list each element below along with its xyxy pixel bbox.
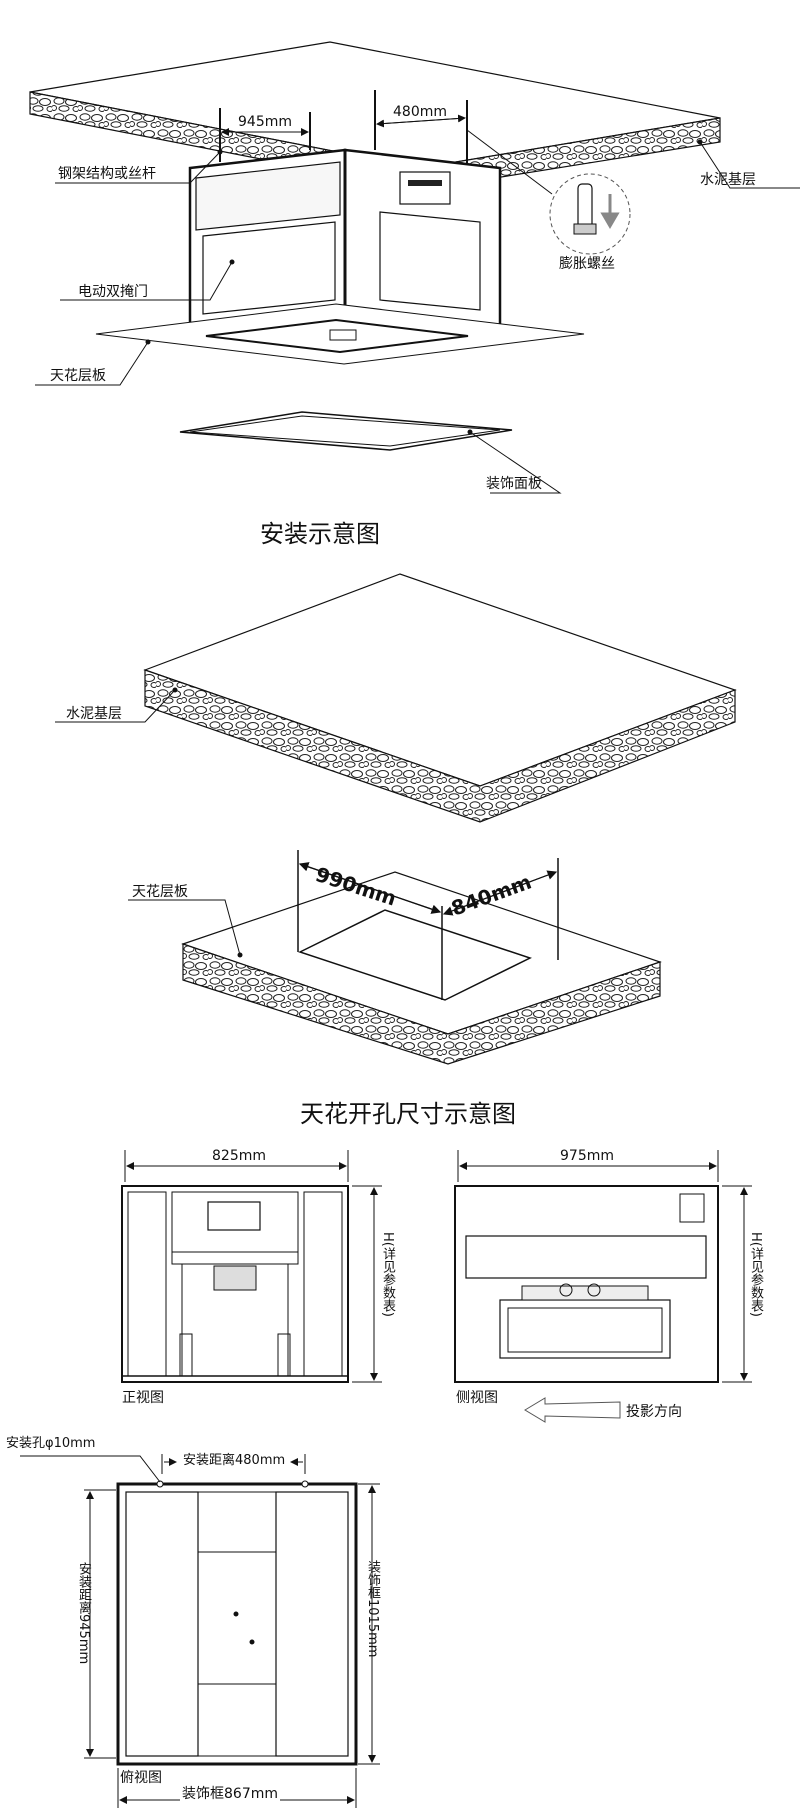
- top-view: [20, 1454, 380, 1808]
- ceiling-hole: [298, 909, 532, 1001]
- label-cement-base: 水泥基层: [700, 172, 756, 188]
- label-projection: 投影方向: [626, 1404, 682, 1420]
- cement-slab-2-edge: [144, 669, 736, 823]
- side-dim-height: H(详见参数表): [748, 1232, 763, 1317]
- front-dim-height: H(详见参数表): [380, 1232, 395, 1317]
- front-dim-width: 825mm: [212, 1148, 266, 1164]
- front-view: [121, 1150, 382, 1383]
- opening-diagram: [55, 573, 737, 1065]
- label-cement-base-2: 水泥基层: [66, 706, 122, 722]
- label-install-hole: 安装孔φ10mm: [6, 1436, 96, 1451]
- side-dim-width: 975mm: [560, 1148, 614, 1164]
- title-opening: 天花开孔尺寸示意图: [300, 1100, 516, 1128]
- side-view: [454, 1150, 752, 1423]
- title-install: 安装示意图: [260, 520, 380, 548]
- label-side-view: 侧视图: [456, 1390, 498, 1406]
- label-expansion-bolt: 膨胀螺丝: [559, 256, 615, 272]
- label-install-dist-945: 安装距离945mm: [76, 1562, 91, 1665]
- projection-arrow-icon: [524, 1397, 621, 1423]
- dim-945: 945mm: [238, 114, 292, 130]
- curtain-unit: [188, 148, 502, 327]
- dim-480: 480mm: [393, 104, 447, 120]
- label-steel-frame: 钢架结构或丝杆: [58, 166, 156, 182]
- install-diagram: [29, 41, 800, 494]
- ceiling-board: [95, 303, 585, 365]
- label-electric-door: 电动双掩门: [78, 284, 148, 300]
- label-decorative-panel: 装饰面板: [486, 476, 542, 492]
- decorative-panel: [179, 411, 513, 451]
- label-install-dist-480: 安装距离480mm: [183, 1453, 286, 1468]
- label-front-view: 正视图: [122, 1390, 164, 1406]
- label-frame-867: 装饰框867mm: [180, 1786, 280, 1802]
- label-ceiling-board: 天花层板: [50, 368, 106, 384]
- label-top-view: 俯视图: [120, 1770, 162, 1786]
- ceiling-board-2-edge: [182, 943, 661, 1065]
- label-frame-1015: 装饰框1015mm: [365, 1560, 380, 1658]
- label-ceiling-board-2: 天花层板: [132, 884, 188, 900]
